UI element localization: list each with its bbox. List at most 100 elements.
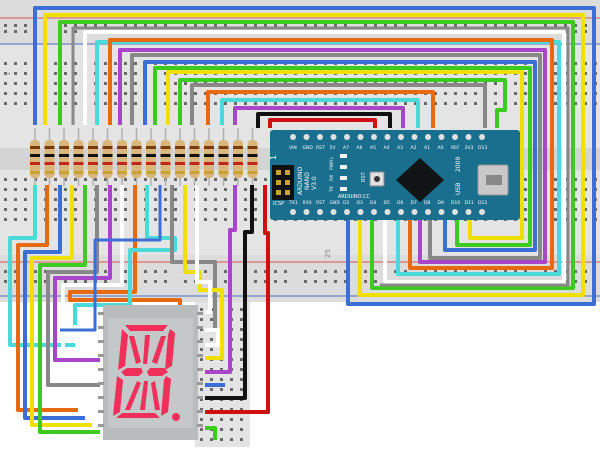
breadboard-hole	[434, 92, 437, 95]
arduino-pin	[411, 209, 418, 215]
arduino-pin	[371, 134, 377, 140]
resistor-band	[175, 146, 185, 149]
resistor-body	[117, 140, 127, 178]
segment-b	[165, 329, 175, 370]
icsp-pin	[285, 190, 290, 195]
display-pin	[98, 326, 104, 329]
breadboard-hole	[314, 280, 317, 283]
resistor-band	[44, 162, 55, 165]
breadboard-hole	[4, 270, 7, 273]
breadboard-hole	[64, 198, 67, 201]
wire-grey-5	[170, 185, 217, 330]
breadboard-hole	[334, 280, 337, 283]
display-pin	[98, 396, 104, 399]
arduino-pin-label: A3	[397, 145, 403, 151]
resistor-band	[247, 171, 258, 174]
breadboard-hole	[584, 198, 587, 201]
breadboard-hole	[54, 188, 57, 191]
breadboard-hole	[314, 102, 317, 105]
breadboard-hole	[200, 348, 203, 351]
breadboard-hole	[284, 102, 287, 105]
breadboard-hole	[184, 92, 187, 95]
breadboard-hole	[324, 24, 327, 27]
breadboard-hole	[264, 24, 267, 27]
resistor-band	[131, 154, 142, 157]
display-pin	[98, 424, 104, 427]
breadboard-hole	[574, 62, 577, 65]
breadboard-hole	[24, 62, 27, 65]
breadboard-hole	[154, 208, 157, 211]
breadboard-hole	[104, 280, 107, 283]
breadboard-hole	[114, 102, 117, 105]
wire-cyan-2	[220, 98, 420, 128]
breadboard-hole	[164, 92, 167, 95]
breadboard-hole	[224, 208, 227, 211]
arduino-pin	[438, 209, 445, 215]
resistor-band	[146, 146, 156, 149]
breadboard-hole	[474, 92, 477, 95]
segment-l	[140, 381, 148, 410]
breadboard-hole	[334, 270, 337, 273]
arduino-board	[270, 130, 520, 220]
breadboard-hole	[174, 218, 177, 221]
breadboard-hole	[64, 24, 67, 27]
arduino-pin-label: A5	[370, 145, 376, 151]
breadboard-hole	[4, 82, 7, 85]
arduino-pin	[303, 209, 310, 215]
breadboard-hole	[574, 92, 577, 95]
breadboard-hole	[584, 24, 587, 27]
breadboard-hole	[404, 24, 407, 27]
breadboard-hole	[14, 24, 17, 27]
arduino-pin	[479, 134, 485, 140]
breadboard-hole	[574, 82, 577, 85]
resistor-band	[146, 162, 156, 165]
wire-green-4	[38, 185, 100, 434]
arduino-pin-label: D5	[384, 200, 390, 206]
breadboard-hole	[24, 208, 27, 211]
breadboard-hole	[124, 270, 127, 273]
resistor-band	[247, 154, 258, 157]
breadboard-hole	[174, 178, 177, 181]
breadboard-hole	[44, 270, 47, 273]
breadboard-hole	[200, 328, 203, 331]
breadboard-hole	[74, 92, 77, 95]
breadboard-hole	[204, 92, 207, 95]
breadboard-hole	[240, 358, 243, 361]
breadboard-hole	[74, 208, 77, 211]
resistor-band	[131, 146, 142, 149]
breadboard-hole	[274, 24, 277, 27]
wire-white-2	[61, 185, 124, 354]
arduino-pin	[425, 134, 431, 140]
breadboard-hole	[374, 270, 377, 273]
breadboard-hole	[244, 198, 247, 201]
wire-grey-3	[190, 83, 487, 128]
breadboard-hole	[94, 178, 97, 181]
breadboard-hole	[164, 102, 167, 105]
arduino-pin	[330, 134, 337, 140]
breadboard-hole	[54, 92, 57, 95]
arduino-marker-1: 1	[269, 155, 278, 160]
breadboard-hole	[214, 178, 217, 181]
breadboard-hole	[324, 270, 327, 273]
arduino-pin-label: REF	[451, 145, 460, 151]
arduino-led	[340, 165, 347, 169]
arduino-pin-label: 5V	[330, 145, 337, 151]
display-pin	[98, 410, 104, 413]
breadboard-hole	[210, 438, 213, 441]
breadboard-hole	[584, 218, 587, 221]
breadboard-hole	[484, 24, 487, 27]
breadboard-hole	[134, 92, 137, 95]
breadboard-hole	[494, 270, 497, 273]
breadboard-hole	[424, 24, 427, 27]
arduino-pin	[317, 209, 323, 215]
arduino-pin	[465, 134, 472, 140]
arduino-pin-label: D9	[438, 200, 444, 206]
breadboard-hole	[74, 30, 77, 33]
breadboard-hole	[104, 82, 107, 85]
resistor-band	[131, 171, 142, 174]
breadboard-hole	[154, 24, 157, 27]
breadboard-hole	[154, 280, 157, 283]
resistor-band	[189, 171, 200, 174]
breadboard-hole	[374, 102, 377, 105]
